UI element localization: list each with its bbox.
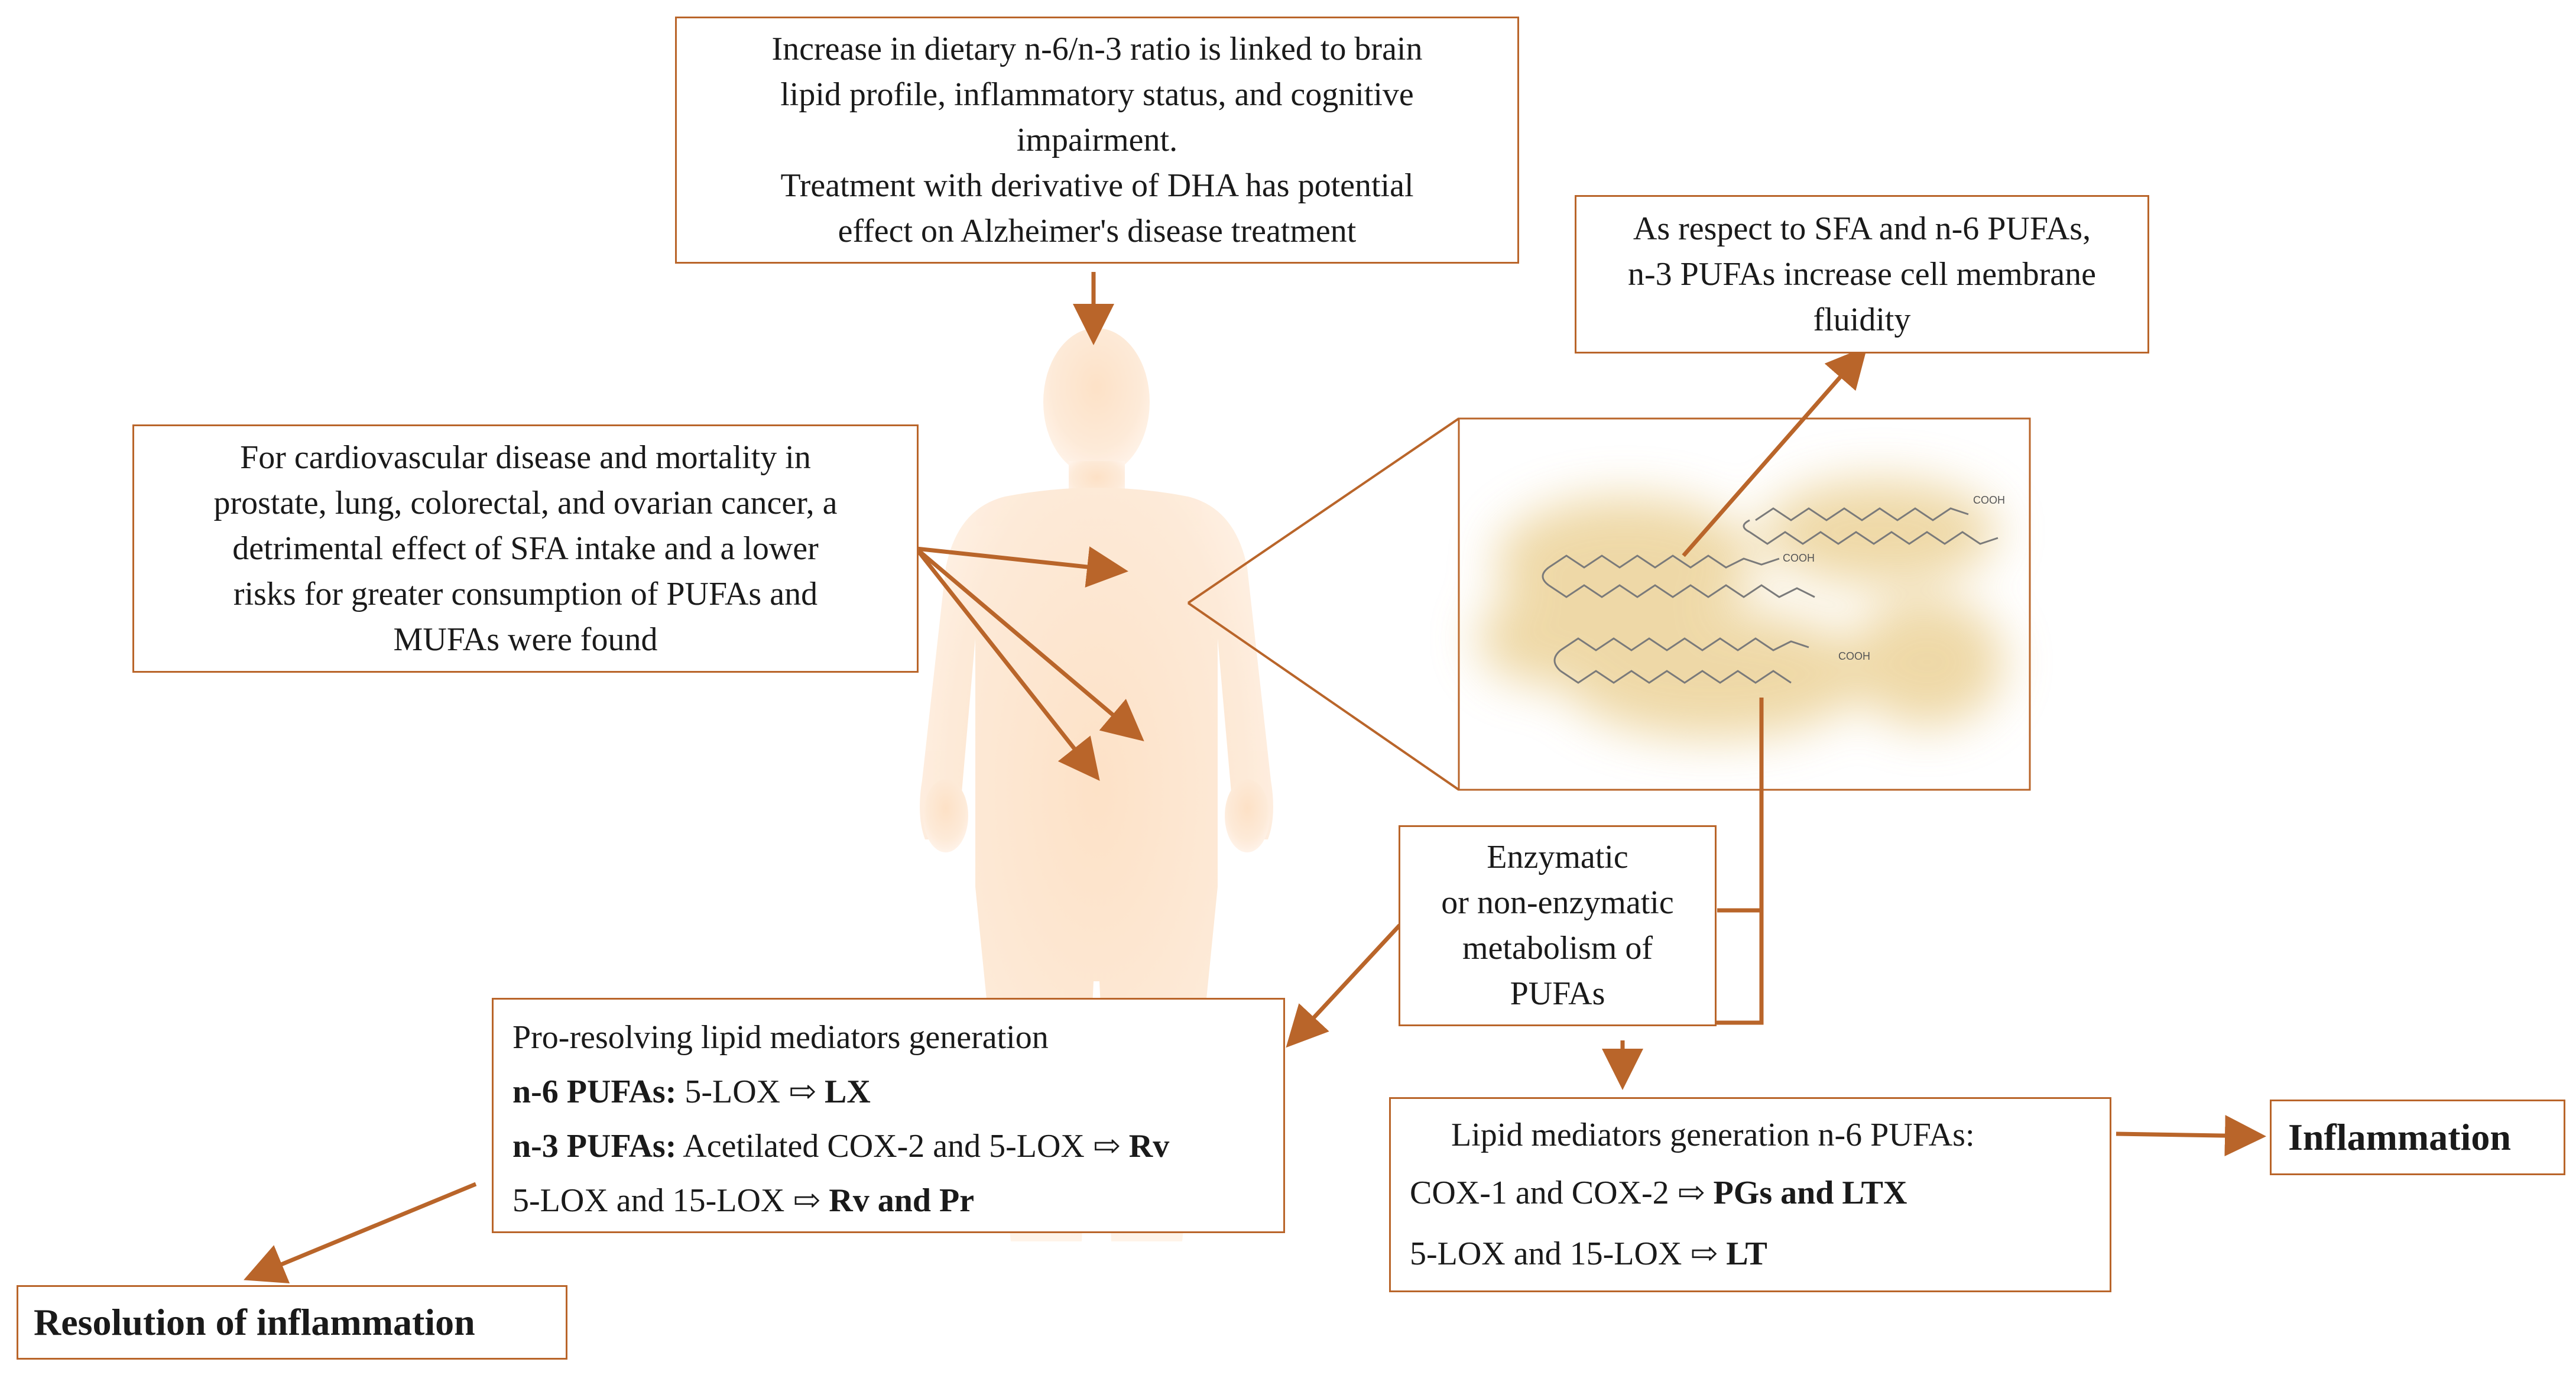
lipid-lox-text: 5-LOX and 15-LOX ⇨ xyxy=(1410,1235,1718,1272)
arrow-molecule-to-membrane xyxy=(1682,346,1868,557)
cardiovascular-box: For cardiovascular disease and mortality… xyxy=(132,424,919,673)
cooh-label-1: COOH xyxy=(1973,494,2005,506)
arrow-cardio-to-chest xyxy=(916,546,1128,588)
arrow-enzymatic-to-pro-resolving xyxy=(1286,923,1401,1048)
dha-line-5: effect on Alzheimer's disease treatment xyxy=(838,212,1357,249)
lipid-lox-line: 5-LOX and 15-LOX ⇨ LT xyxy=(1410,1222,2110,1286)
cox-product: PGs and LTX xyxy=(1713,1175,1907,1211)
arrow-lipid-to-inflammation xyxy=(2116,1115,2266,1157)
dha-line-2: lipid profile, inflammatory status, and … xyxy=(780,76,1414,113)
enzymatic-metabolism-box: Enzymatic or non-enzymatic metabolism of… xyxy=(1399,825,1717,1026)
cardio-line-4: risks for greater consumption of PUFAs a… xyxy=(233,575,818,612)
inflammation-label: Inflammation xyxy=(2288,1116,2511,1158)
dha-line-4: Treatment with derivative of DHA has pot… xyxy=(780,167,1414,204)
enzymatic-line-2: or non-enzymatic xyxy=(1441,884,1674,921)
pro-lox-product: Rv and Pr xyxy=(829,1182,975,1219)
pro-lox-text: 5-LOX and 15-LOX ⇨ xyxy=(512,1182,821,1219)
resolution-box: Resolution of inflammation xyxy=(17,1285,567,1360)
cardio-line-2: prostate, lung, colorectal, and ovarian … xyxy=(213,484,838,521)
membrane-line-1: As respect to SFA and n-6 PUFAs, xyxy=(1633,210,2091,247)
cooh-label-3: COOH xyxy=(1838,650,1870,662)
pro-resolving-title: Pro-resolving lipid mediators generation xyxy=(512,1019,1049,1056)
n3-product: Rv xyxy=(1128,1128,1170,1165)
membrane-line-3: fluidity xyxy=(1813,301,1911,338)
inflammation-box: Inflammation xyxy=(2270,1100,2565,1175)
resolution-label: Resolution of inflammation xyxy=(34,1301,475,1343)
cardio-line-5: MUFAs were found xyxy=(393,621,658,658)
n3-text: Acetilated COX-2 and 5-LOX ⇨ xyxy=(683,1128,1121,1165)
arrow-cardio-to-abdomen xyxy=(914,547,1144,742)
arrow-cardio-to-pelvis xyxy=(914,547,1100,781)
arrows xyxy=(244,272,2266,1283)
n6-label: n-6 PUFAs: xyxy=(512,1074,677,1110)
dha-line-3: impairment. xyxy=(1016,121,1178,158)
lipid-lox-product: LT xyxy=(1726,1235,1767,1272)
cardio-line-1: For cardiovascular disease and mortality… xyxy=(240,439,811,476)
enzymatic-line-4: PUFAs xyxy=(1510,975,1605,1012)
membrane-fluidity-box: As respect to SFA and n-6 PUFAs, n-3 PUF… xyxy=(1575,195,2149,354)
fatty-acid-structures xyxy=(1542,507,1998,684)
dha-line-1: Increase in dietary n-6/n-3 ratio is lin… xyxy=(771,30,1423,67)
lipid-mediators-box: Lipid mediators generation n-6 PUFAs: CO… xyxy=(1389,1097,2111,1292)
cardio-line-3: detrimental effect of SFA intake and a l… xyxy=(232,530,819,567)
n6-text: 5-LOX ⇨ xyxy=(684,1074,817,1110)
cox-text: COX-1 and COX-2 ⇨ xyxy=(1410,1175,1705,1211)
lipid-title: Lipid mediators generation n-6 PUFAs: xyxy=(1451,1117,1975,1153)
enzymatic-line-3: metabolism of xyxy=(1462,930,1653,967)
enzymatic-line-1: Enzymatic xyxy=(1487,839,1628,875)
membrane-line-2: n-3 PUFAs increase cell membrane xyxy=(1627,255,2097,293)
pro-resolving-lox-line: 5-LOX and 15-LOX ⇨ Rv and Pr xyxy=(512,1173,1283,1228)
pro-resolving-n6-line: n-6 PUFAs: 5-LOX ⇨ LX xyxy=(512,1065,1283,1119)
dha-ratio-box: Increase in dietary n-6/n-3 ratio is lin… xyxy=(675,17,1519,264)
cooh-label-2: COOH xyxy=(1783,552,1815,564)
zoom-line-top xyxy=(1187,417,1460,604)
pro-resolving-box: Pro-resolving lipid mediators generation… xyxy=(492,998,1285,1233)
lipid-cox-line: COX-1 and COX-2 ⇨ PGs and LTX xyxy=(1410,1164,2110,1222)
n6-product: LX xyxy=(825,1074,871,1110)
n3-label: n-3 PUFAs: xyxy=(512,1128,677,1165)
arrow-pro-resolving-to-resolution xyxy=(244,1182,477,1283)
pro-resolving-n3-line: n-3 PUFAs: Acetilated COX-2 and 5-LOX ⇨ … xyxy=(512,1119,1283,1173)
zoom-line-bottom xyxy=(1187,602,1460,791)
